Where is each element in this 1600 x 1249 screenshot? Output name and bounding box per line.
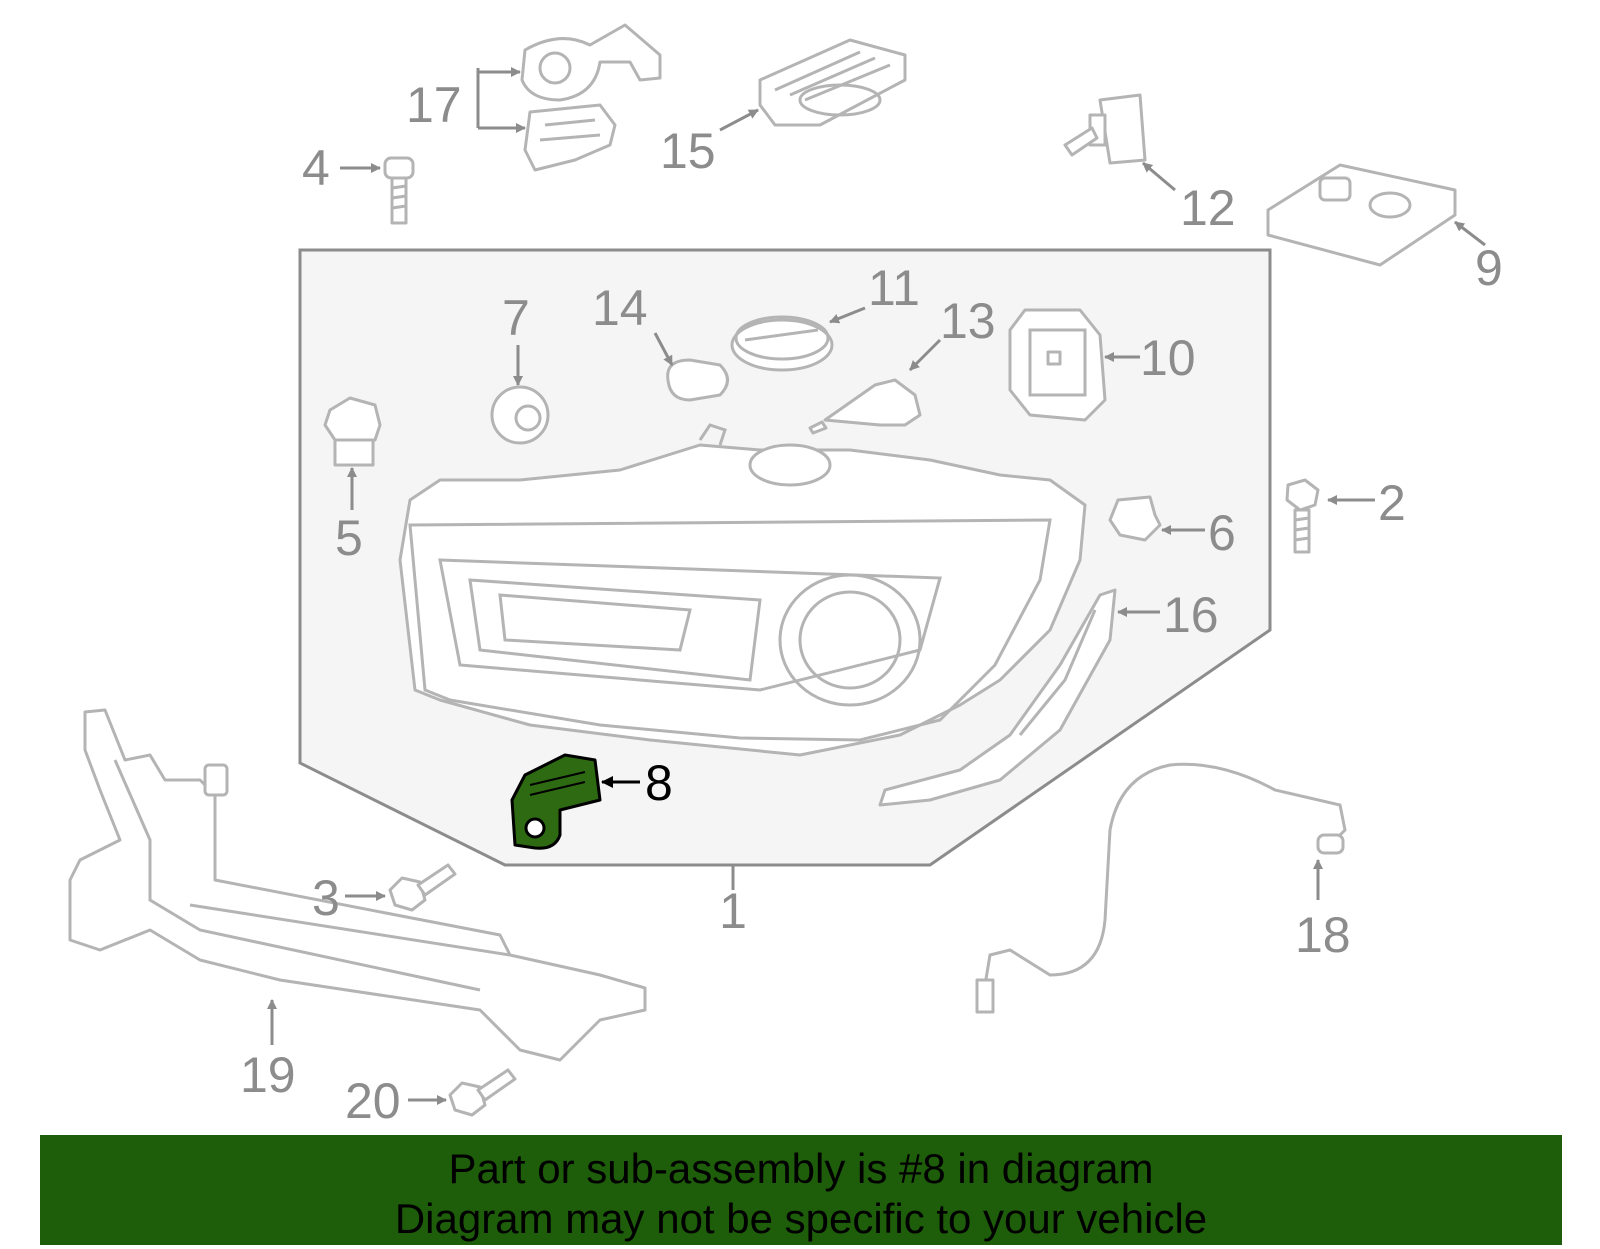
sensor-cable-part-18 bbox=[975, 762, 1347, 1014]
callout-10-label: 10 bbox=[1140, 330, 1196, 386]
banner-line-part-number: Part or sub-assembly is #8 in diagram bbox=[448, 1145, 1154, 1192]
info-banner: Part or sub-assembly is #8 in diagram Di… bbox=[40, 1135, 1562, 1245]
callout-5-label: 5 bbox=[335, 510, 363, 566]
callout-13-arrow bbox=[908, 338, 942, 372]
screw-part-4 bbox=[383, 156, 415, 225]
xenon-bulb-part-12 bbox=[1063, 93, 1147, 165]
callout-1-label: 1 bbox=[719, 883, 747, 939]
callout-11-label: 11 bbox=[868, 260, 920, 316]
callout-11-arrow bbox=[829, 306, 866, 324]
callout-9-arrow bbox=[1454, 220, 1486, 247]
callout-2-label: 2 bbox=[1378, 475, 1406, 531]
cover-part-10 bbox=[1008, 308, 1107, 422]
banner-line-disclaimer: Diagram may not be specific to your vehi… bbox=[394, 1195, 1208, 1242]
bracket-part-8-highlighted bbox=[510, 753, 602, 850]
callout-8-label: 8 bbox=[645, 755, 673, 811]
control-unit-part-9 bbox=[1266, 163, 1457, 267]
callout-20-label: 20 bbox=[345, 1073, 401, 1129]
callout-4-label: 4 bbox=[302, 140, 330, 196]
callout-15-label: 15 bbox=[660, 123, 716, 179]
bulb-part-14 bbox=[666, 358, 729, 402]
callout-6-label: 6 bbox=[1208, 505, 1236, 561]
bolt-part-3 bbox=[388, 863, 457, 912]
callout-17-label: 17 bbox=[406, 77, 462, 133]
callout-14-arrow bbox=[653, 332, 674, 366]
callout-19-label: 19 bbox=[240, 1047, 296, 1103]
cover-part-11 bbox=[730, 315, 834, 372]
callout-18-label: 18 bbox=[1295, 907, 1351, 963]
bolt-part-2 bbox=[1285, 478, 1320, 554]
callout-15-arrow bbox=[719, 108, 759, 132]
callout-7-label: 7 bbox=[502, 290, 530, 346]
bulb-part-13 bbox=[808, 378, 922, 435]
bracket-part-17 bbox=[520, 23, 662, 172]
carrier-bracket-part-19 bbox=[68, 708, 647, 1062]
callout-16-label: 16 bbox=[1163, 587, 1219, 643]
callout-12-label: 12 bbox=[1180, 180, 1236, 236]
headlamp-housing-part-1 bbox=[398, 423, 1087, 757]
callout-3-label: 3 bbox=[312, 870, 340, 926]
callout-13-label: 13 bbox=[940, 293, 996, 349]
cap-part-7 bbox=[490, 385, 550, 445]
callout-14-label: 14 bbox=[592, 280, 648, 336]
clip-part-6 bbox=[1108, 495, 1162, 542]
bolt-part-20 bbox=[448, 1068, 517, 1117]
trim-strip-part-16 bbox=[878, 588, 1117, 807]
callout-12-arrow bbox=[1142, 161, 1176, 192]
grommet-part-5 bbox=[323, 396, 382, 467]
callout-9-label: 9 bbox=[1475, 240, 1503, 296]
ballast-module-part-15 bbox=[758, 38, 907, 127]
